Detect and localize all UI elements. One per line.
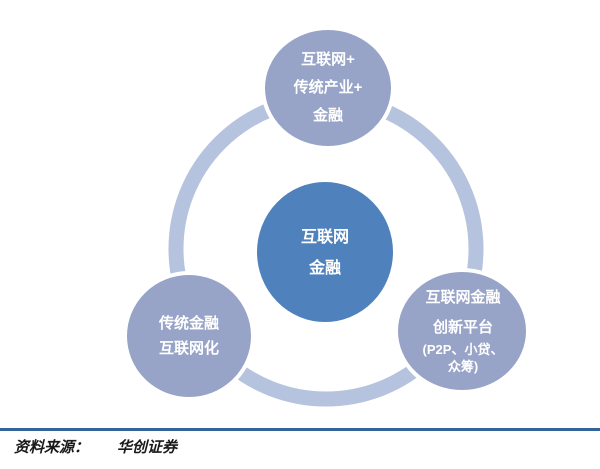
internet-finance-diagram: 互联网+ 传统产业+ 金融 互联网 金融 传统金融 互联网化 互联网金融 创新平… (123, 26, 530, 407)
node-right-circle (394, 268, 530, 394)
node-left-circle (123, 271, 255, 401)
node-top-circle (261, 26, 395, 150)
source-value: 华创证券 (117, 440, 178, 456)
source-label: 资料来源： (14, 440, 90, 456)
source-attribution: 资料来源： 华创证券 (14, 436, 177, 457)
node-center-circle (253, 178, 397, 326)
footer-divider (0, 428, 600, 431)
diagram-canvas (123, 26, 530, 407)
